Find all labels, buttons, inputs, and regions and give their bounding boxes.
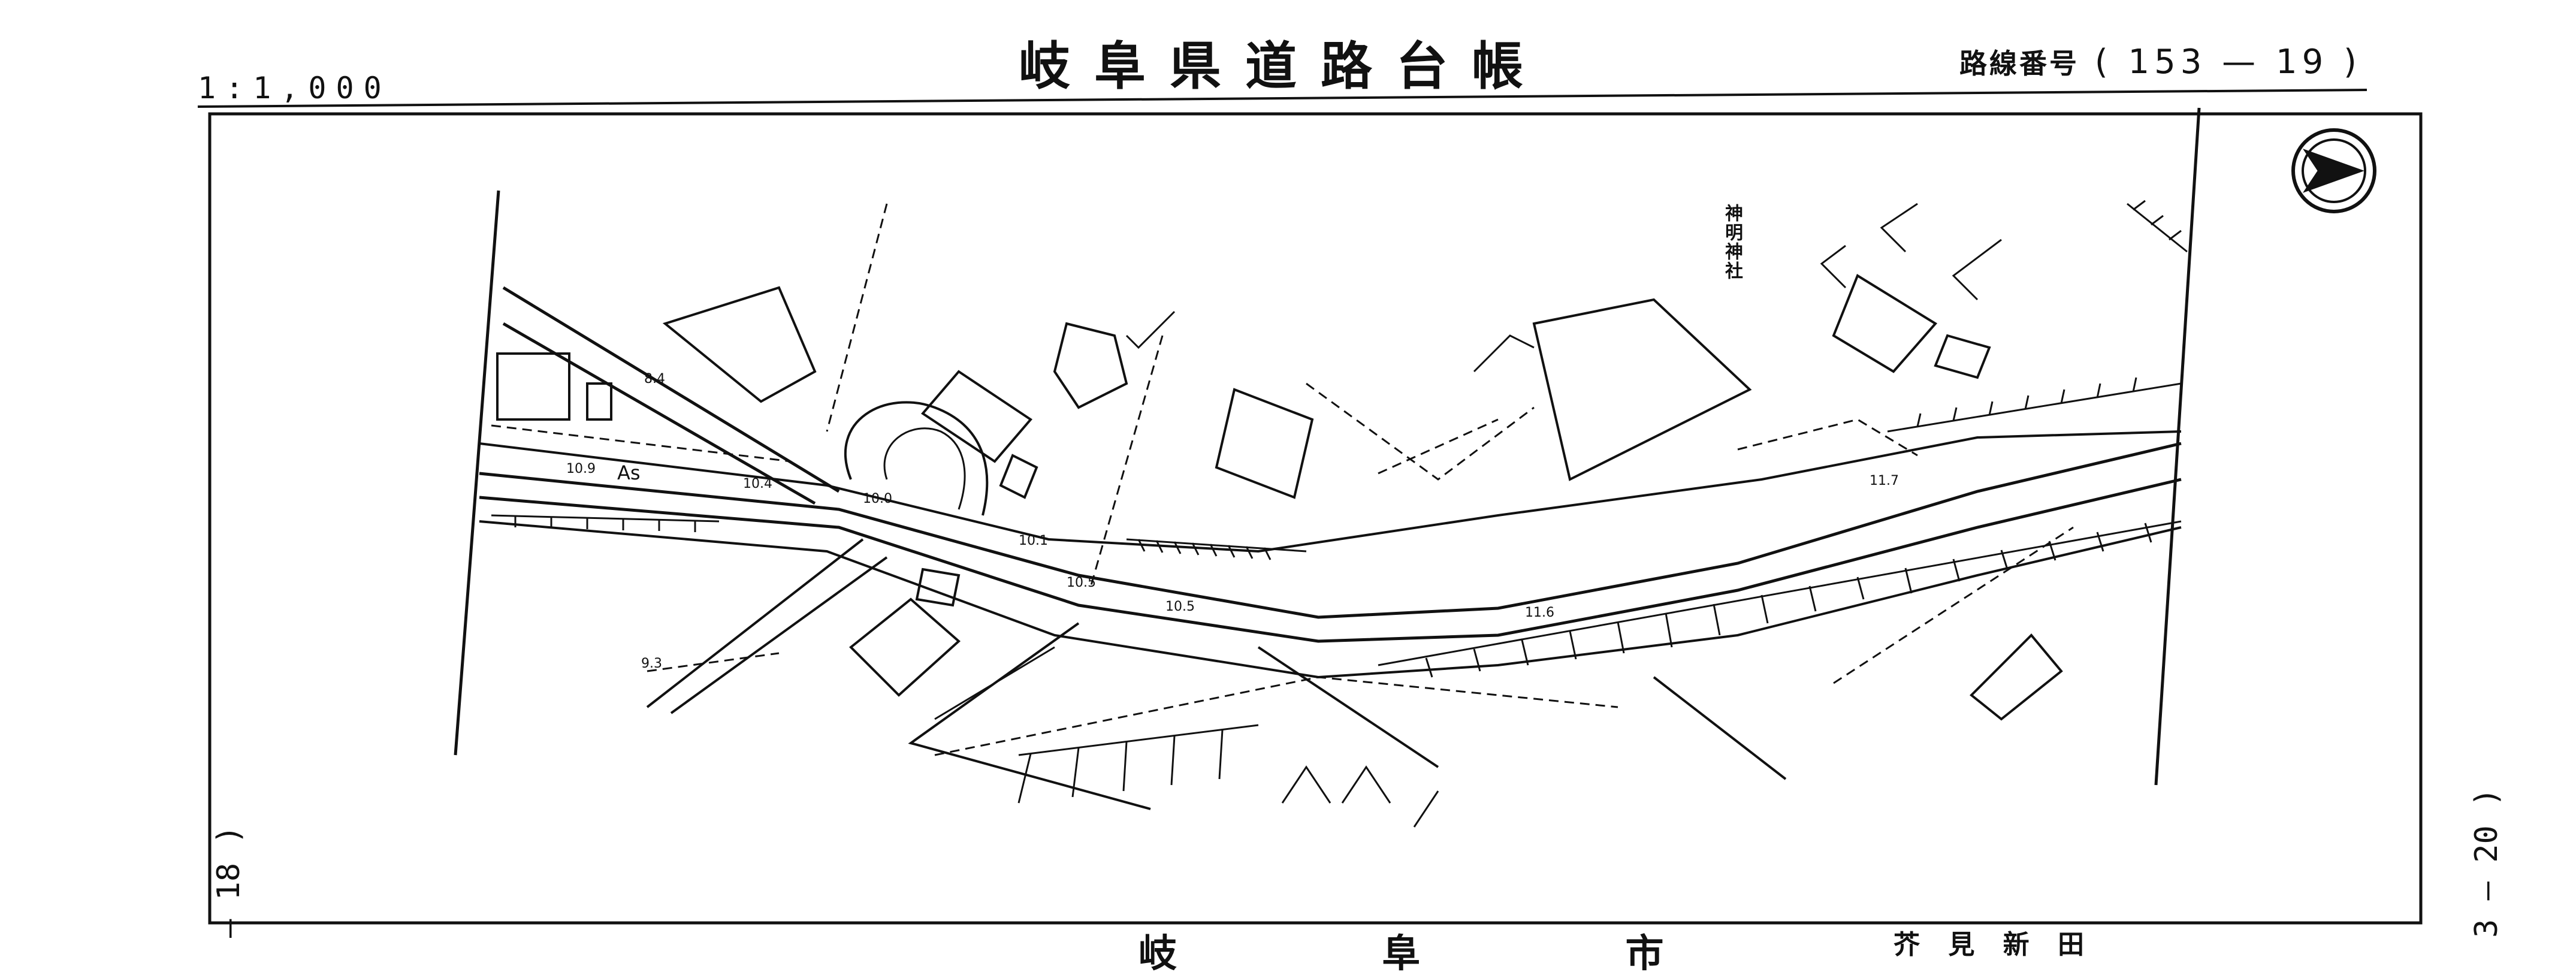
scale-label: 1:1,000 — [198, 71, 391, 105]
adjacent-sheet-left: — 18 ) — [211, 825, 247, 938]
elevation-label: 11.6 — [1525, 605, 1554, 620]
elevation-label: 10.9 — [566, 461, 596, 476]
elevation-label: 10.5 — [1067, 575, 1096, 590]
route-number-value: ( 153 — 19 ) — [2094, 43, 2361, 82]
route-label: 路線番号 — [1959, 47, 2079, 80]
slope-hatching — [491, 200, 2188, 804]
main-road — [479, 430, 2182, 679]
city-name: 岐 阜 市 — [1138, 932, 1760, 976]
surface-label: As — [617, 461, 641, 484]
property-lines — [491, 203, 2074, 756]
elevation-label: 9.3 — [641, 656, 662, 671]
north-arrow-icon — [2291, 128, 2376, 213]
elevation-label: 10.0 — [863, 491, 892, 506]
map-frame — [208, 112, 2423, 925]
road-map — [197, 89, 2423, 925]
elevation-label: 10.4 — [743, 476, 772, 491]
elevation-label: 10.5 — [1165, 599, 1195, 614]
page-title: 岐阜県道路台帳 — [1019, 37, 1547, 96]
elevation-label: 8.4 — [644, 372, 665, 387]
area-name: 芥 見 新 田 — [1894, 929, 2094, 960]
field-markings — [1125, 203, 2002, 828]
route-number: 路線番号 ( 153 — 19 ) — [1959, 42, 2361, 82]
buildings — [496, 274, 2063, 721]
adjacent-sheet-right: 3 — 20 ) — [2469, 787, 2505, 938]
elevation-label: 11.7 — [1870, 473, 1899, 488]
shrine-label: 神明神社 — [1722, 204, 1743, 280]
elevation-label: 10.1 — [1019, 533, 1048, 548]
